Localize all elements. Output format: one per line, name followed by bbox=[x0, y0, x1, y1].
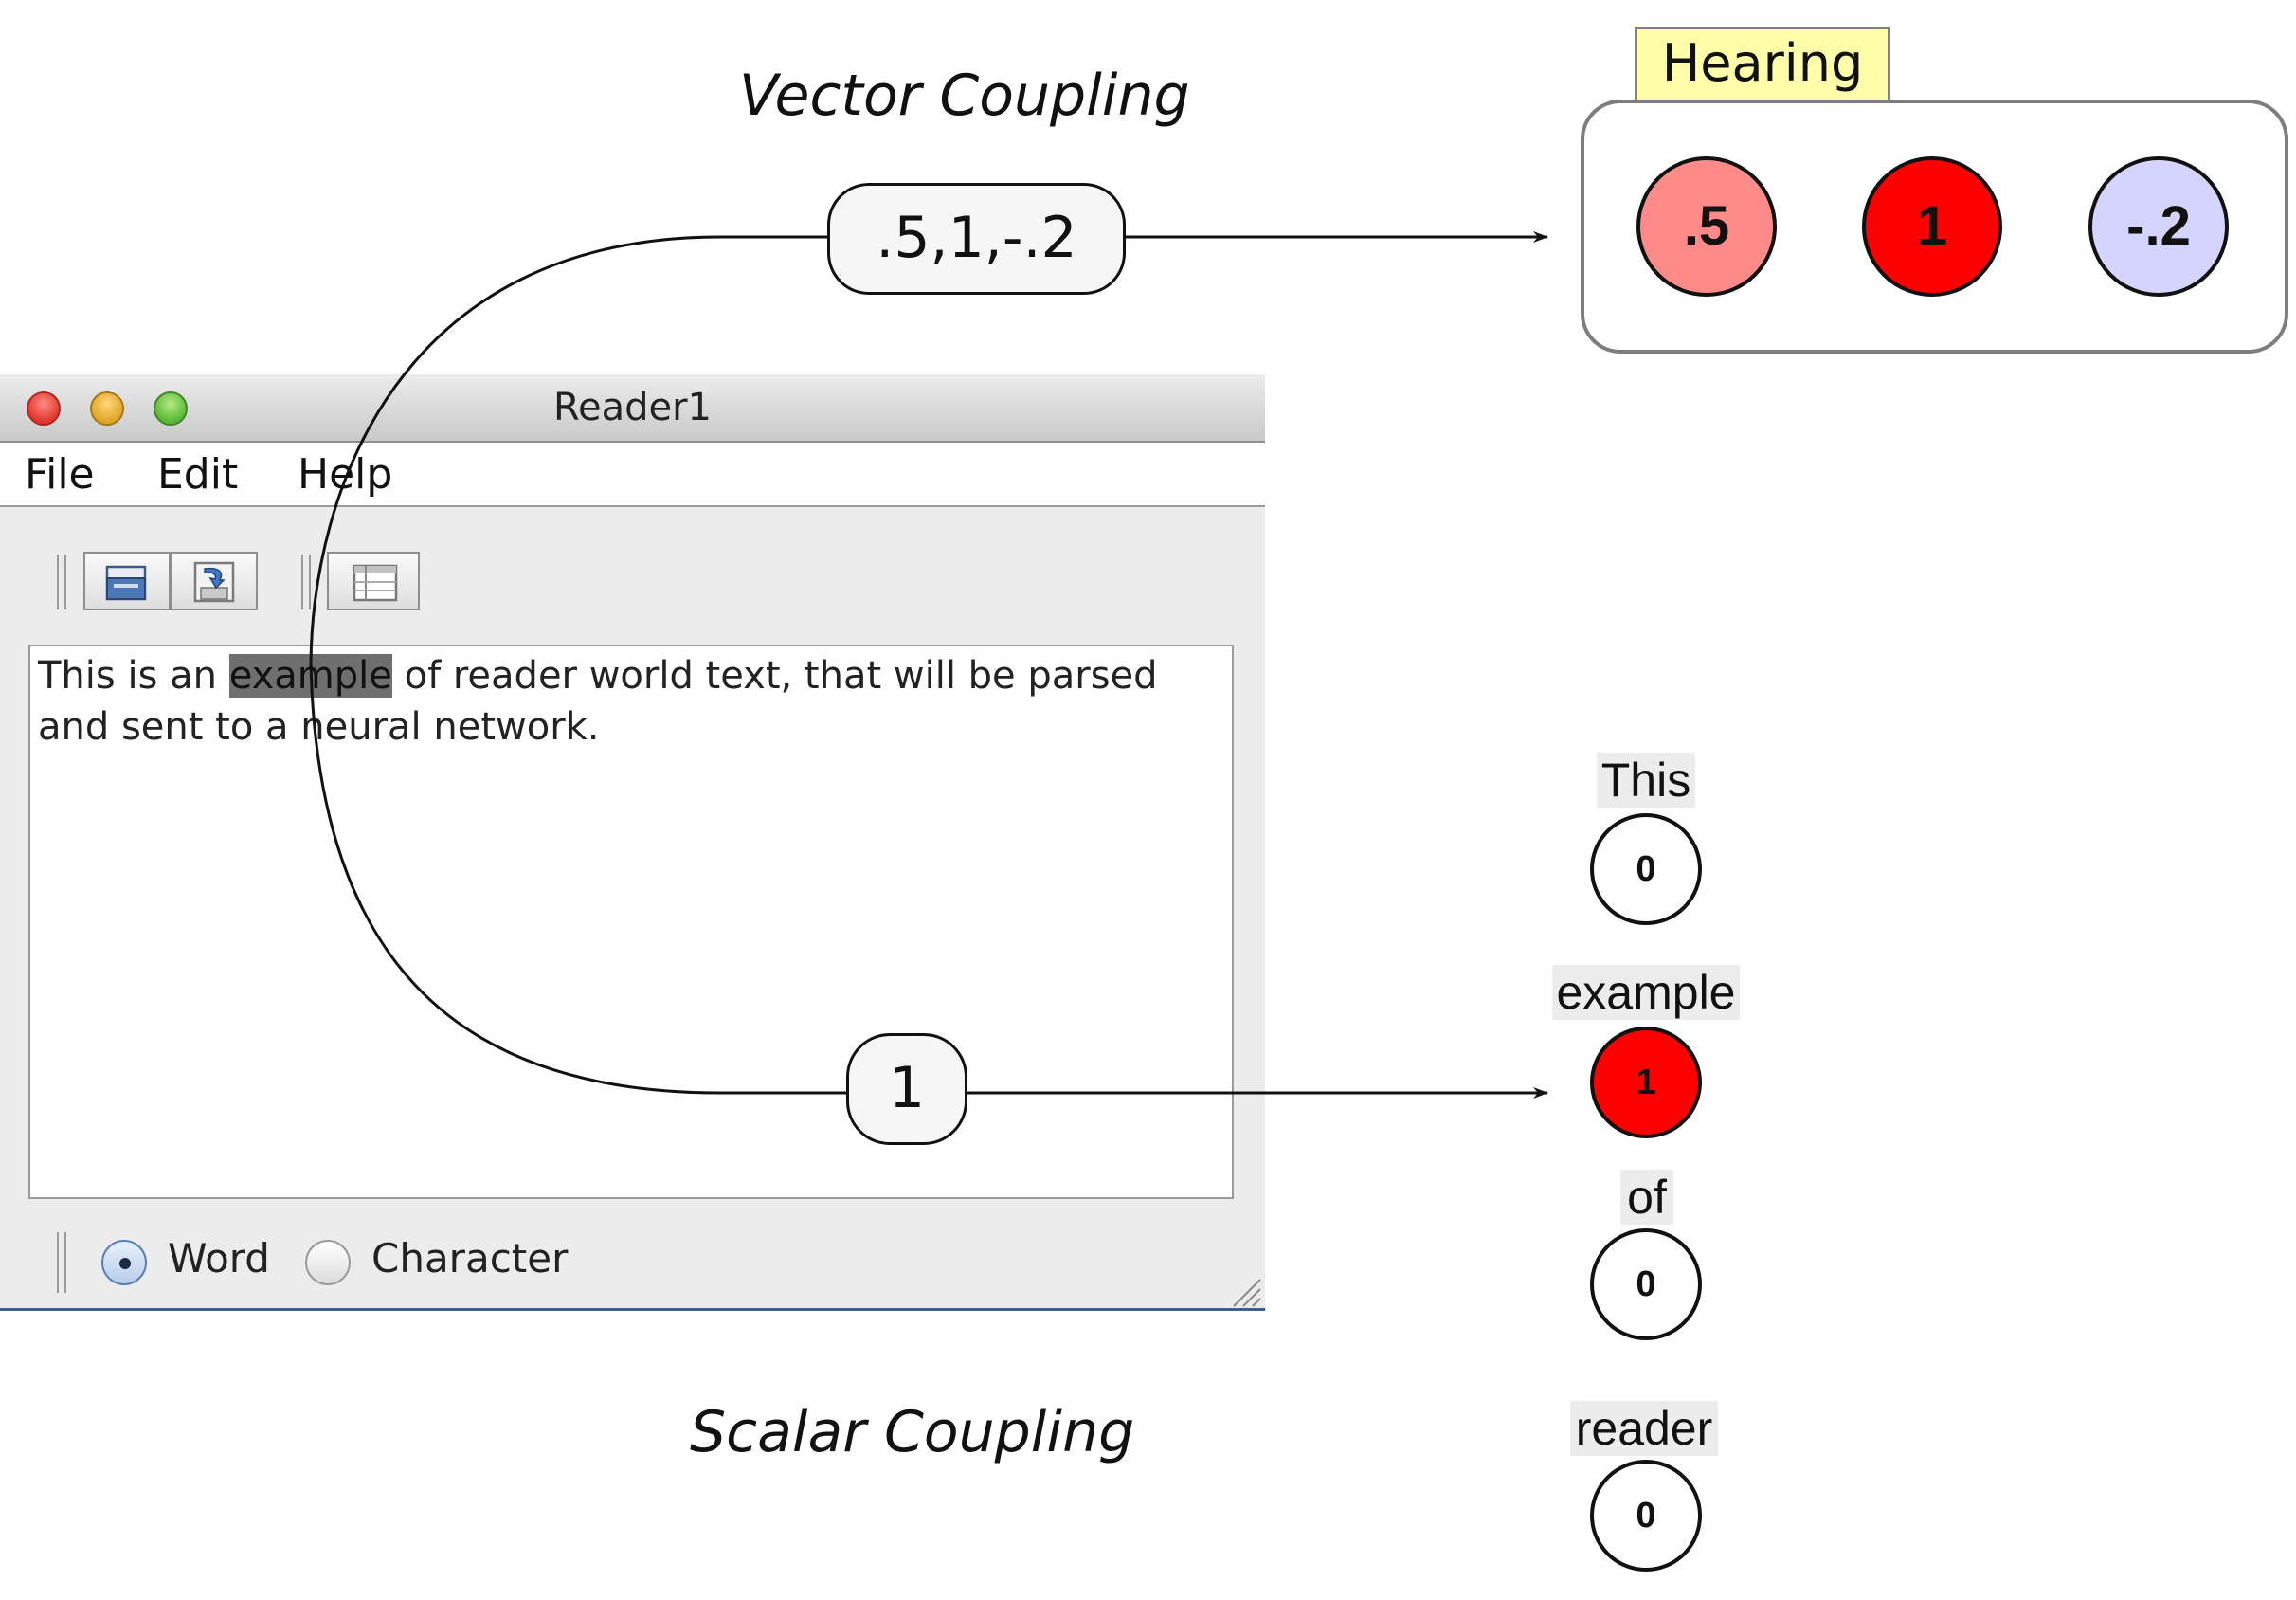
menu-edit[interactable]: Edit bbox=[157, 450, 239, 499]
table-icon bbox=[353, 564, 398, 602]
toolbar-grip[interactable] bbox=[301, 555, 311, 609]
word-node[interactable]: 0 bbox=[1590, 1228, 1702, 1340]
title-bar[interactable]: Reader1 bbox=[0, 374, 1265, 443]
scalar-coupling-source-curve bbox=[309, 663, 848, 1095]
word-radio[interactable] bbox=[101, 1240, 147, 1285]
word-node[interactable]: 0 bbox=[1590, 813, 1702, 925]
menu-file[interactable]: File bbox=[25, 450, 95, 499]
zoom-window-icon[interactable] bbox=[154, 391, 188, 426]
menu-bar: File Edit Help bbox=[0, 443, 1265, 507]
window-title: Reader1 bbox=[552, 386, 712, 429]
open-button[interactable] bbox=[83, 552, 171, 610]
character-radio-label[interactable]: Character bbox=[371, 1235, 569, 1282]
statusbar-grip[interactable] bbox=[57, 1232, 66, 1293]
text-line: and sent to a neural network. bbox=[38, 705, 600, 749]
word-radio-label[interactable]: Word bbox=[168, 1235, 270, 1282]
word-node[interactable]: 0 bbox=[1590, 1460, 1702, 1572]
word-node[interactable]: 1 bbox=[1590, 1027, 1702, 1138]
vector-coupling-box[interactable]: .5,1,-.2 bbox=[827, 183, 1126, 295]
hearing-node[interactable]: .5 bbox=[1636, 156, 1777, 297]
reader-window: Reader1 File Edit Help This is a bbox=[0, 374, 1265, 1311]
minimize-window-icon[interactable] bbox=[90, 391, 124, 426]
vector-coupling-source-curve bbox=[309, 235, 827, 664]
character-radio[interactable] bbox=[305, 1240, 351, 1285]
word-node-label: of bbox=[1620, 1170, 1673, 1225]
text-segment: of reader world text, that will be parse… bbox=[391, 654, 1158, 698]
toolbar-grip[interactable] bbox=[57, 555, 66, 609]
scalar-coupling-box[interactable]: 1 bbox=[846, 1033, 967, 1145]
hearing-node[interactable]: -.2 bbox=[2088, 156, 2229, 297]
word-node-label: This bbox=[1597, 753, 1695, 808]
scalar-coupling-title: Scalar Coupling bbox=[690, 1399, 1135, 1465]
word-node-label: example bbox=[1552, 965, 1740, 1020]
word-node-label: reader bbox=[1570, 1401, 1718, 1456]
resize-grip-icon[interactable] bbox=[1224, 1270, 1262, 1308]
table-button[interactable] bbox=[327, 552, 420, 610]
save-icon bbox=[193, 561, 235, 603]
menu-help[interactable]: Help bbox=[298, 450, 393, 499]
close-window-icon[interactable] bbox=[27, 391, 61, 426]
reader-text-area[interactable]: This is an example of reader world text,… bbox=[28, 645, 1234, 1199]
open-icon bbox=[105, 565, 147, 601]
hearing-label[interactable]: Hearing bbox=[1635, 27, 1890, 102]
radio-dot bbox=[119, 1258, 131, 1269]
text-segment: This is an bbox=[38, 654, 229, 698]
hearing-node[interactable]: 1 bbox=[1862, 156, 2002, 297]
vector-coupling-title: Vector Coupling bbox=[739, 63, 1190, 129]
save-button[interactable] bbox=[171, 552, 258, 610]
